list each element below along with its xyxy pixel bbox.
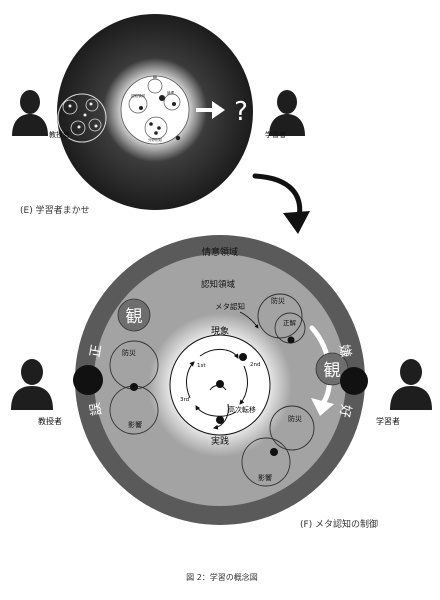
panel-e-learner-icon bbox=[269, 90, 305, 136]
panel-f-kan-left-label: 観 bbox=[126, 307, 143, 327]
panel-f-disaster-lr: 防災 bbox=[288, 414, 302, 423]
panel-e-teacher-icon bbox=[12, 90, 48, 136]
panel-f-learner-label: 学習者 bbox=[376, 416, 400, 426]
panel-f-correct-label: 正解 bbox=[283, 318, 297, 327]
panel-f-teacher-label: 教授者 bbox=[38, 416, 62, 426]
panel-f-core-dot-2 bbox=[216, 380, 224, 388]
panel-f-teacher-icon bbox=[11, 359, 53, 410]
panel-f: 情意領域 認知領域 現象 実践 1st 2nd 3rd 高次転移 観 メタ認知 bbox=[11, 235, 432, 530]
panel-e: 観 認知領域 論理 分野別知 ? 教授者 学習者 (E) 学習者まかせ bbox=[12, 14, 305, 216]
panel-f-cognitive-label: 認知領域 bbox=[201, 279, 236, 290]
panel-f-kan-left bbox=[117, 298, 151, 332]
panel-f-disaster-ur: 防災 bbox=[271, 296, 285, 305]
panel-f-meta-label: メタ認知 bbox=[215, 301, 245, 311]
panel-e-question-mark: ? bbox=[234, 97, 248, 127]
panel-f-step-3: 3rd bbox=[180, 397, 189, 403]
panel-f-caption: (F) メタ認知の制御 bbox=[300, 518, 378, 530]
panel-f-char-dislike: 好 bbox=[336, 403, 353, 418]
panel-f-phenomenon-label: 現象 bbox=[211, 325, 229, 337]
panel-f-core-dot-3 bbox=[216, 416, 224, 424]
panel-f-meta-arrow bbox=[239, 311, 259, 329]
panel-f-left-cluster bbox=[109, 340, 159, 435]
panel-f-right-black-dot bbox=[340, 367, 368, 395]
panel-f-left-black-dot bbox=[73, 365, 103, 395]
panel-e-teacher-label: 教授者 bbox=[49, 130, 70, 139]
panel-e-inner-top: 観 bbox=[153, 74, 157, 80]
panel-e-knowledge-cluster: 観 認知領域 論理 分野別知 bbox=[120, 74, 190, 145]
panel-e-arrowhead bbox=[212, 101, 225, 119]
panel-e-learner-label: 学習者 bbox=[265, 130, 286, 139]
panel-f-char-wrong: 誤 bbox=[87, 401, 105, 417]
transition-arrow bbox=[252, 173, 310, 234]
panel-f-kan-right-label: 観 bbox=[324, 361, 341, 381]
panel-f-learner-icon bbox=[390, 359, 432, 410]
panel-f-char-like: 嫌 bbox=[336, 343, 353, 358]
figure-caption: 図 2：学習の概念図 bbox=[186, 572, 258, 582]
panel-f-step-1: 1st bbox=[197, 363, 206, 369]
panel-f-upper-right-cluster bbox=[257, 293, 306, 344]
panel-f-impact-left: 影響 bbox=[128, 420, 142, 429]
panel-f-affective-label: 情意領域 bbox=[202, 246, 238, 258]
panel-f-lower-right-cluster bbox=[241, 405, 315, 487]
panel-e-inner-right: 論理 bbox=[167, 90, 174, 95]
panel-f-reality-label: 実践 bbox=[211, 435, 229, 447]
panel-f-impact-lr: 影響 bbox=[258, 473, 272, 482]
panel-f-spiral bbox=[186, 349, 248, 430]
panel-f-char-correct: 正 bbox=[88, 343, 105, 358]
panel-f-disaster-left: 防災 bbox=[122, 348, 136, 357]
panel-f-higher-transition: 高次転移 bbox=[228, 405, 256, 414]
panel-e-caption: (E) 学習者まかせ bbox=[20, 204, 90, 216]
panel-e-inner-bottom: 分野別知 bbox=[148, 137, 162, 142]
panel-e-inner-left: 認知領域 bbox=[131, 93, 145, 98]
panel-f-step-2: 2nd bbox=[250, 362, 260, 368]
panel-f-core-dot-1 bbox=[239, 353, 247, 361]
